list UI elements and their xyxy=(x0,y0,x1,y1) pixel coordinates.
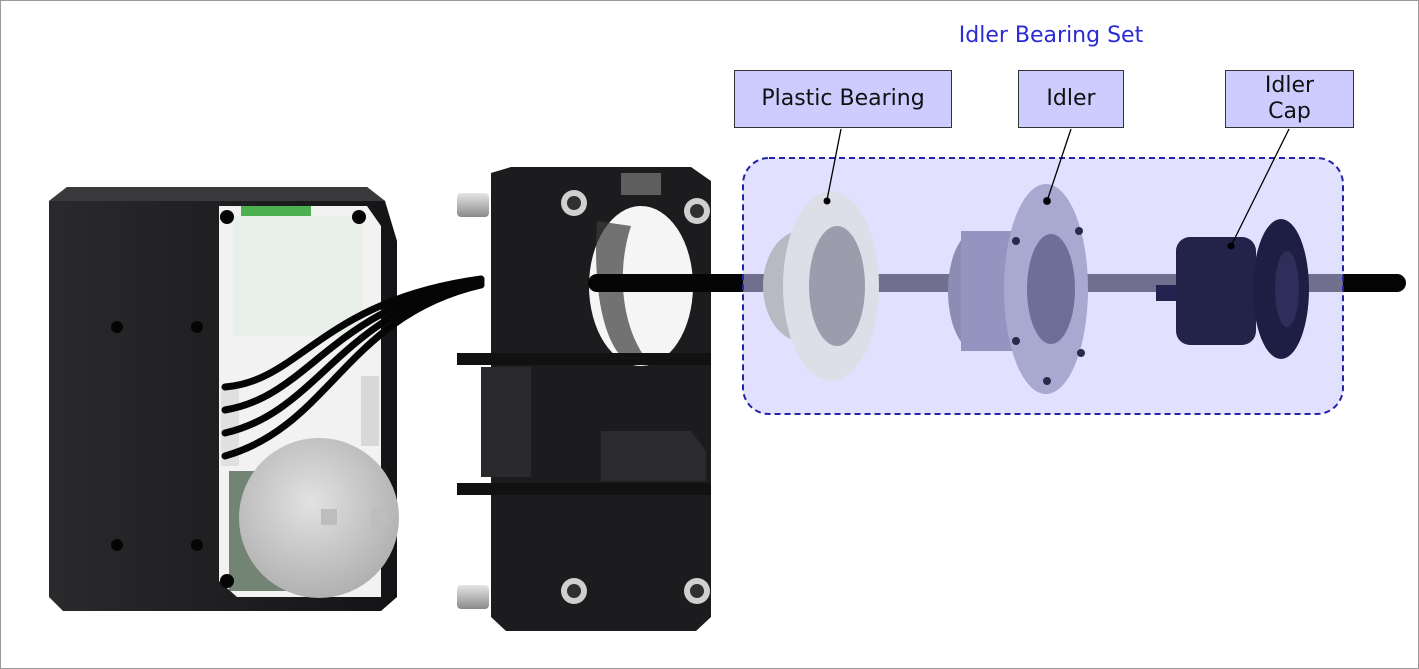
idler-bearing-set-title: Idler Bearing Set xyxy=(958,23,1144,48)
idler-cap-part xyxy=(1156,219,1309,359)
idler-cap-label: Idler Cap xyxy=(1225,70,1354,128)
plastic-bearing xyxy=(763,191,879,381)
idler-cap-label-line1: Idler xyxy=(1264,73,1315,98)
cable-bundle xyxy=(221,275,485,460)
leader-dots xyxy=(823,197,1235,250)
motor-housing xyxy=(49,187,399,611)
idler-cap-label-line2: Cap xyxy=(1268,99,1311,124)
plastic-bearing-label-text: Plastic Bearing xyxy=(761,86,925,111)
idler-part xyxy=(948,184,1088,394)
leader-lines xyxy=(826,128,1290,247)
plastic-bearing-label: Plastic Bearing xyxy=(734,70,952,128)
idler-label-text: Idler xyxy=(1046,86,1096,111)
idler-label: Idler xyxy=(1018,70,1124,128)
mounting-bracket xyxy=(457,167,711,631)
